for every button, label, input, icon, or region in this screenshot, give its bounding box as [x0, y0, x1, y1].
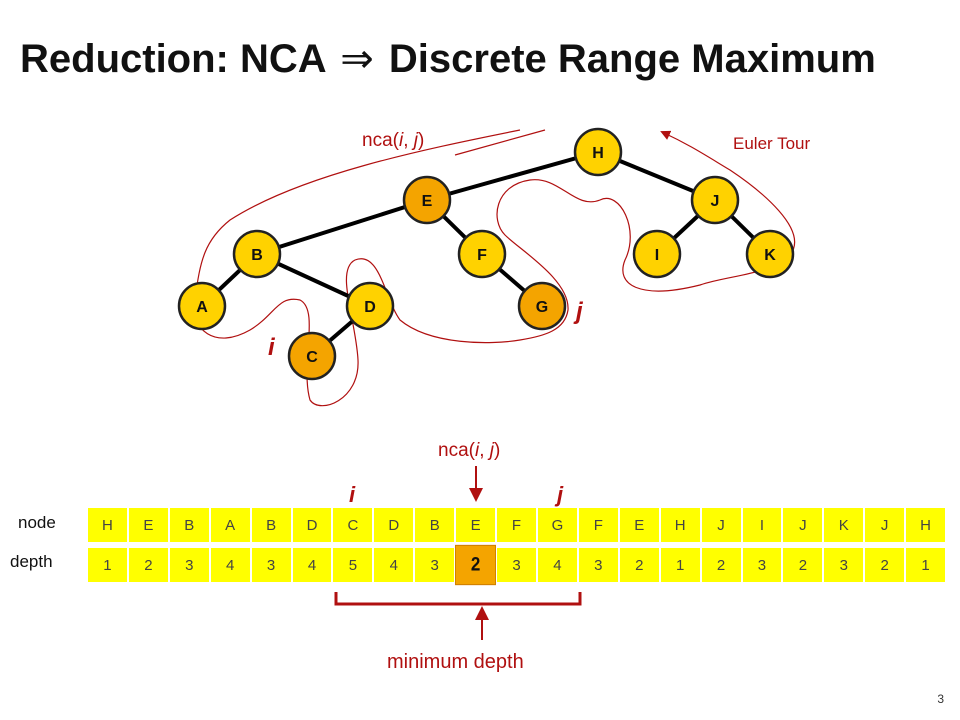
- page-number: 3: [937, 692, 944, 706]
- tree-node-I: I: [632, 229, 682, 279]
- depth-cell: 3: [824, 548, 864, 582]
- depth-row-label: depth: [10, 552, 53, 571]
- tree-node-F: F: [457, 229, 507, 279]
- svg-text:C: C: [306, 349, 318, 366]
- depth-cell: 1: [660, 548, 700, 582]
- tree-i-marker: i: [268, 334, 275, 361]
- tree-edge-E-B: [256, 198, 428, 256]
- node-cell: H: [660, 508, 700, 542]
- depth-cell: 2: [783, 548, 823, 582]
- depth-cell: 4: [537, 548, 577, 582]
- tree-node-D: D: [345, 281, 395, 331]
- node-cell: I: [742, 508, 782, 542]
- euler-tour-path: [193, 129, 796, 407]
- node-cell: F: [578, 508, 618, 542]
- node-cell: J: [865, 508, 905, 542]
- depth-cell: 2: [128, 548, 168, 582]
- tree-node-G: G: [517, 281, 567, 331]
- depth-cell: 3: [742, 548, 782, 582]
- tree-node-A: A: [177, 281, 227, 331]
- title-left: Reduction: NCA: [20, 37, 326, 81]
- tree-node-J: J: [690, 175, 740, 225]
- tree-edge-H-E: [426, 150, 599, 202]
- implies-arrow-icon: ⇒: [340, 36, 374, 82]
- svg-text:G: G: [536, 299, 548, 316]
- node-cell: B: [415, 508, 455, 542]
- svg-text:B: B: [251, 247, 263, 264]
- depth-cell: 2: [865, 548, 905, 582]
- node-cell: D: [374, 508, 414, 542]
- depth-cell: 3: [251, 548, 291, 582]
- depth-cell: 2: [701, 548, 741, 582]
- node-cell: J: [701, 508, 741, 542]
- tree-node-H: H: [573, 127, 623, 177]
- node-cell: D: [292, 508, 332, 542]
- node-cell: E: [619, 508, 659, 542]
- svg-text:K: K: [764, 247, 776, 264]
- svg-text:D: D: [364, 299, 376, 316]
- title-right: Discrete Range Maximum: [388, 37, 876, 81]
- node-cell: B: [169, 508, 209, 542]
- svg-text:J: J: [711, 193, 720, 210]
- array-nca-label: nca(i, j): [438, 440, 501, 461]
- slide-title: Reduction: NCA ⇒ Discrete Range Maximum: [20, 36, 876, 82]
- depth-cell: 2: [456, 545, 496, 585]
- svg-text:E: E: [422, 193, 433, 210]
- node-cell: J: [783, 508, 823, 542]
- svg-text:A: A: [196, 299, 208, 316]
- depth-cell: 3: [169, 548, 209, 582]
- tree-node-C: C: [287, 331, 337, 381]
- node-row-label: node: [18, 513, 56, 532]
- depth-cell: 4: [292, 548, 332, 582]
- depth-cell: 1: [906, 548, 946, 582]
- depth-cell: 5: [333, 548, 373, 582]
- minimum-depth-label: minimum depth: [387, 651, 524, 673]
- euler-tour-label: Euler Tour: [733, 134, 811, 153]
- array-i-marker: i: [349, 482, 356, 507]
- node-cell: G: [537, 508, 577, 542]
- node-cell: K: [824, 508, 864, 542]
- depth-cell: 1: [88, 548, 127, 582]
- depth-cell: 3: [497, 548, 536, 582]
- node-cell: E: [456, 508, 496, 542]
- depth-cell: 3: [415, 548, 455, 582]
- svg-text:H: H: [592, 145, 604, 162]
- node-cell: H: [88, 508, 127, 542]
- node-cell: E: [128, 508, 168, 542]
- tree-j-marker: j: [576, 298, 583, 325]
- tree-node-E: E: [402, 175, 452, 225]
- depth-cell: 2: [619, 548, 659, 582]
- node-cell: F: [497, 508, 536, 542]
- svg-text:I: I: [655, 247, 659, 264]
- node-cell: H: [906, 508, 946, 542]
- depth-cell: 3: [578, 548, 618, 582]
- euler-tour-start-tail: [454, 129, 546, 156]
- tree-node-B: B: [232, 229, 282, 279]
- svg-text:F: F: [477, 247, 487, 264]
- depth-cell: 4: [210, 548, 250, 582]
- array-j-marker: j: [557, 482, 564, 507]
- tree-node-K: K: [745, 229, 795, 279]
- tree-nca-label: nca(i, j): [362, 130, 425, 151]
- node-cell: A: [210, 508, 250, 542]
- depth-cell: 4: [374, 548, 414, 582]
- node-cell: B: [251, 508, 291, 542]
- node-cell: C: [333, 508, 373, 542]
